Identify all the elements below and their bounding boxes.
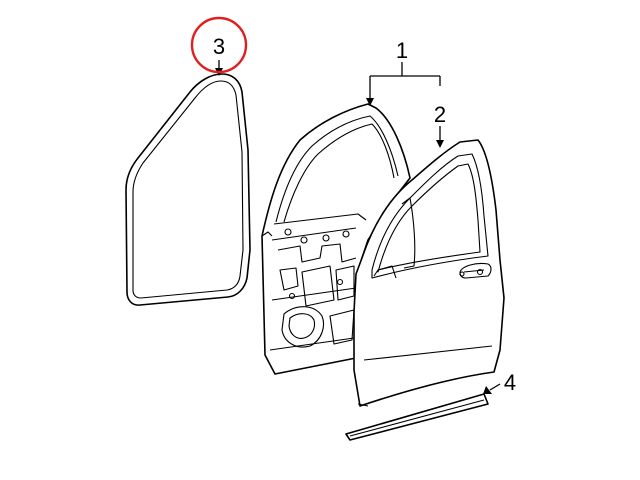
highlight-circle	[190, 16, 248, 74]
callout-2: 2	[434, 102, 446, 127]
callout-3: 3	[213, 34, 225, 59]
door-outer-skin[interactable]	[353, 139, 505, 407]
callout-1: 1	[396, 38, 408, 63]
callout-4: 4	[504, 370, 516, 395]
side-molding-strip[interactable]	[345, 393, 489, 441]
leader-lines	[215, 60, 501, 394]
door-inner-frame[interactable]	[261, 103, 411, 375]
weatherstrip-seal[interactable]	[125, 73, 251, 306]
